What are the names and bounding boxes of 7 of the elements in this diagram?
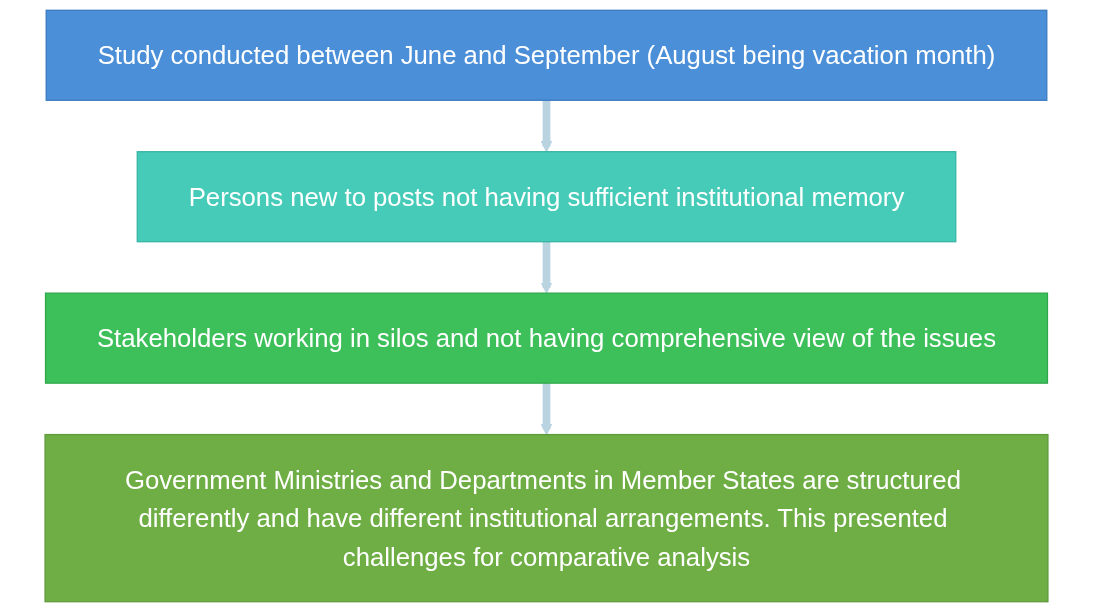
arrow [540,241,553,294]
arrow [540,100,553,153]
node-box: Study conducted between June and September (August being vacation month) [45,9,1048,101]
node-box: Stakeholders working in silos and not having comprehensive view of the issues [44,292,1049,384]
arrow [540,383,553,436]
node-box: Government Ministries and Departments in Member States are structured differently and have different institutional arrangements. This presented challenges for comparative analysis [44,433,1049,603]
node-box: Persons new to posts not having sufficient institutional memory [136,151,957,243]
